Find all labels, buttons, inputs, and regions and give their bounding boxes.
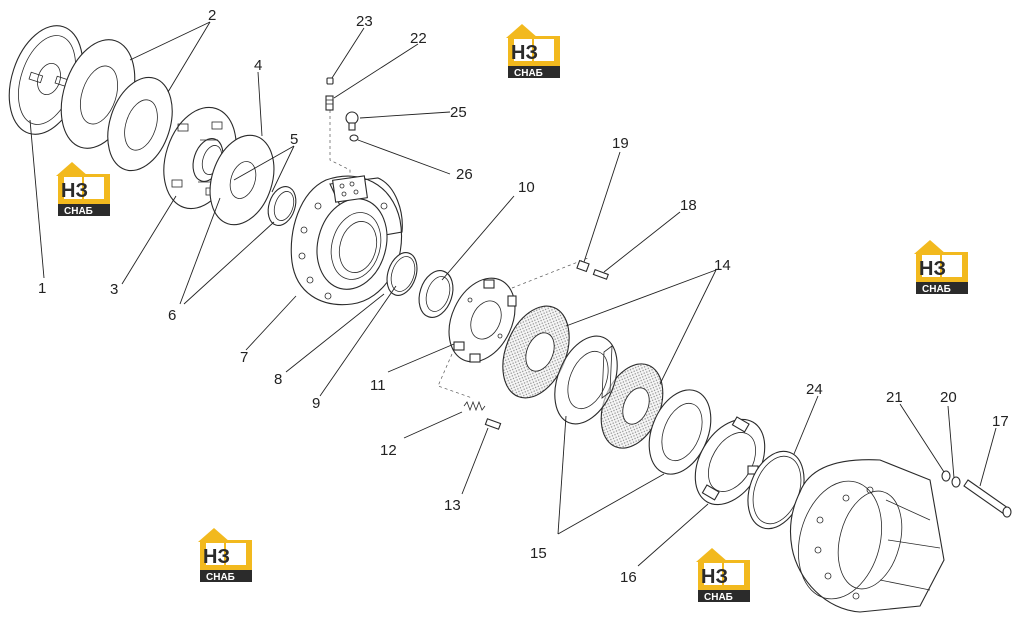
callout-5: 5 bbox=[290, 131, 298, 148]
part-14-friction-disc bbox=[502, 305, 570, 399]
callout-4: 4 bbox=[254, 57, 262, 74]
callout-23: 23 bbox=[356, 13, 373, 30]
part-26-washer bbox=[349, 134, 359, 142]
part-15-steel-plate bbox=[554, 335, 618, 425]
callout-25: 25 bbox=[450, 104, 467, 121]
part-21-washer bbox=[941, 470, 951, 482]
watermark-logo-text: НЗ bbox=[203, 546, 230, 568]
watermark-logo: НЗ СНАБ bbox=[696, 548, 750, 603]
callout-10: 10 bbox=[518, 179, 535, 196]
watermark-brand-text: СНАБ bbox=[206, 572, 235, 583]
callout-18: 18 bbox=[680, 197, 697, 214]
part-12-spring bbox=[463, 400, 486, 412]
axle-housing bbox=[789, 459, 945, 613]
callout-13: 13 bbox=[444, 497, 461, 514]
part-10-piston-seal bbox=[418, 270, 454, 318]
guide-line bbox=[511, 257, 589, 289]
part-2-shims bbox=[60, 39, 173, 172]
callout-17: 17 bbox=[992, 413, 1009, 430]
part-25-plug bbox=[345, 111, 359, 131]
watermark-logo-text: НЗ bbox=[61, 180, 88, 202]
callout-12: 12 bbox=[380, 442, 397, 459]
callout-16: 16 bbox=[620, 569, 637, 586]
callout-19: 19 bbox=[612, 135, 629, 152]
watermark-logo-text: НЗ bbox=[511, 42, 538, 64]
watermark-brand-text: СНАБ bbox=[64, 206, 93, 217]
part-11-piston bbox=[448, 277, 517, 363]
part-5-seal-ring bbox=[267, 186, 297, 226]
bleed-line bbox=[329, 104, 351, 182]
part-22-bleed-screw bbox=[325, 95, 334, 111]
callout-24: 24 bbox=[806, 381, 823, 398]
watermark-logo: НЗ СНАБ bbox=[914, 240, 968, 295]
watermark-logo-text: НЗ bbox=[701, 566, 728, 588]
callout-7: 7 bbox=[240, 349, 248, 366]
callout-15: 15 bbox=[530, 545, 547, 562]
watermark-logo-text: НЗ bbox=[919, 258, 946, 280]
callout-20: 20 bbox=[940, 389, 957, 406]
part-24-o-ring bbox=[747, 450, 805, 530]
part-13-pin bbox=[484, 418, 502, 430]
callout-21: 21 bbox=[886, 389, 903, 406]
part-17-bolt bbox=[963, 479, 1012, 518]
watermark-brand-text: СНАБ bbox=[514, 68, 543, 79]
watermark-logo: НЗ СНАБ bbox=[56, 162, 110, 217]
callout-labels: 1 2 3 4 5 6 7 8 9 10 11 12 13 14 15 16 1… bbox=[38, 7, 1009, 586]
part-20-washer bbox=[951, 476, 961, 488]
callout-6: 6 bbox=[168, 307, 176, 324]
part-19-nut bbox=[576, 259, 590, 273]
watermark-brand-text: СНАБ bbox=[922, 284, 951, 295]
callout-22: 22 bbox=[410, 30, 427, 47]
watermark-logo: НЗ СНАБ bbox=[506, 24, 560, 79]
callout-9: 9 bbox=[312, 395, 320, 412]
callout-8: 8 bbox=[274, 371, 282, 388]
part-16-reaction-plate bbox=[694, 416, 766, 506]
callout-26: 26 bbox=[456, 166, 473, 183]
watermark-logo: НЗ СНАБ bbox=[198, 528, 252, 583]
part-14-friction-disc bbox=[600, 363, 664, 449]
callout-11: 11 bbox=[370, 377, 386, 394]
leader-lines bbox=[29, 21, 997, 567]
part-15-steel-plate bbox=[648, 389, 712, 475]
part-18-screw bbox=[592, 269, 609, 280]
part-23-cap bbox=[326, 77, 334, 85]
callout-2: 2 bbox=[208, 7, 216, 24]
callout-1: 1 bbox=[38, 280, 46, 297]
part-7-brake-housing bbox=[290, 175, 403, 306]
callout-3: 3 bbox=[110, 281, 118, 298]
watermark-brand-text: СНАБ bbox=[704, 592, 733, 603]
part-9-ring bbox=[386, 252, 418, 296]
part-4-ring bbox=[209, 134, 275, 226]
callout-14: 14 bbox=[714, 257, 731, 274]
